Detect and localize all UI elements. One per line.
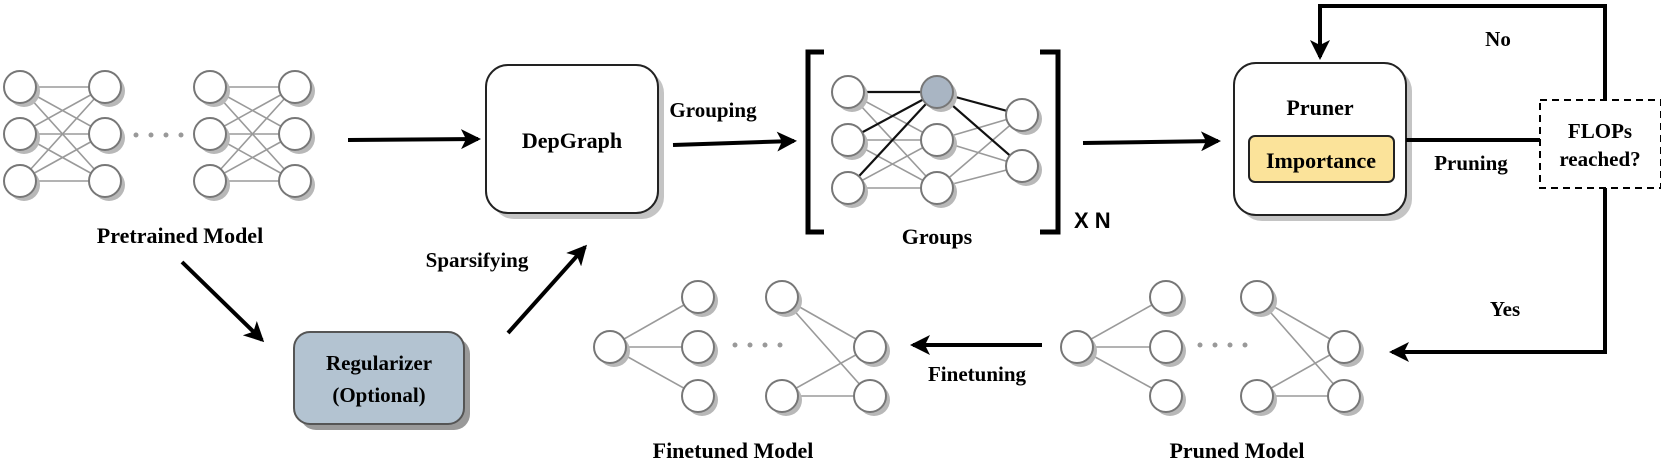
arrow-to-depgraph bbox=[347, 129, 481, 150]
network-node bbox=[853, 379, 887, 413]
network-node bbox=[278, 164, 312, 198]
network-node bbox=[1240, 379, 1274, 413]
network-node bbox=[593, 330, 627, 364]
regularizer-label-line1: Regularizer bbox=[326, 351, 432, 375]
network-edge bbox=[1256, 296, 1345, 397]
network-node bbox=[765, 280, 799, 314]
network-node bbox=[193, 164, 227, 198]
groups-network bbox=[831, 75, 1042, 208]
arrow-grouping bbox=[672, 131, 797, 152]
arrow-to-pruner bbox=[1082, 131, 1221, 152]
network-node bbox=[831, 75, 865, 109]
pruned-model-network bbox=[1060, 280, 1364, 416]
network-node bbox=[88, 164, 122, 198]
flops-decision-box: FLOPs reached? bbox=[1539, 99, 1661, 189]
network-node bbox=[278, 117, 312, 151]
network-node bbox=[831, 171, 865, 205]
arrow-no-loop bbox=[1310, 4, 1607, 100]
network-node bbox=[681, 280, 715, 314]
network-node bbox=[1327, 330, 1361, 364]
pruner-box: Pruner Importance bbox=[1233, 62, 1412, 221]
group-edge bbox=[847, 91, 938, 189]
network-edge bbox=[209, 86, 296, 182]
network-node bbox=[1149, 379, 1183, 413]
repeat-label: X N bbox=[1074, 208, 1111, 233]
importance-box bbox=[1248, 135, 1395, 183]
pruner-label: Pruner bbox=[1286, 95, 1353, 120]
no-label: No bbox=[1485, 27, 1511, 51]
importance-label: Importance bbox=[1266, 148, 1376, 173]
arrow-to-regularizer bbox=[180, 260, 265, 343]
network-edge bbox=[781, 296, 871, 397]
network-node bbox=[193, 70, 227, 104]
flops-label-line2: reached? bbox=[1559, 147, 1640, 171]
network-node bbox=[1149, 330, 1183, 364]
network-node bbox=[920, 123, 954, 157]
finetuned-model-label: Finetuned Model bbox=[653, 438, 814, 463]
pruning-label: Pruning bbox=[1434, 151, 1508, 175]
network-node bbox=[278, 70, 312, 104]
network-node bbox=[681, 330, 715, 364]
network-node bbox=[3, 70, 37, 104]
groups-bracket bbox=[805, 49, 1061, 235]
pretrained-model-network bbox=[3, 70, 315, 201]
network-node bbox=[1149, 280, 1183, 314]
network-node bbox=[88, 117, 122, 151]
network-node bbox=[1240, 280, 1274, 314]
network-node bbox=[1005, 98, 1039, 132]
network-edge bbox=[19, 86, 106, 182]
network-edge bbox=[936, 114, 1023, 189]
groups-label: Groups bbox=[902, 224, 973, 249]
network-node bbox=[88, 70, 122, 104]
network-node bbox=[920, 75, 954, 109]
flops-label-line1: FLOPs bbox=[1568, 119, 1632, 143]
arrow-yes bbox=[1389, 188, 1607, 362]
depgraph-box: DepGraph bbox=[485, 64, 664, 219]
network-node bbox=[1060, 330, 1094, 364]
arrow-sparsifying bbox=[506, 244, 588, 335]
network-node bbox=[3, 117, 37, 151]
pretrained-model-label: Pretrained Model bbox=[97, 223, 263, 248]
network-node bbox=[765, 379, 799, 413]
finetuning-label: Finetuning bbox=[928, 362, 1027, 386]
network-node bbox=[193, 117, 227, 151]
network-node bbox=[920, 171, 954, 205]
network-node bbox=[1005, 149, 1039, 183]
network-node bbox=[1327, 379, 1361, 413]
grouping-label: Grouping bbox=[669, 98, 757, 122]
depgraph-label: DepGraph bbox=[522, 128, 622, 153]
finetuned-model-network bbox=[593, 280, 890, 416]
network-node bbox=[831, 123, 865, 157]
ellipsis-dots bbox=[133, 132, 184, 138]
ellipsis-dots bbox=[732, 342, 783, 348]
regularizer-label-line2: (Optional) bbox=[332, 383, 425, 407]
network-edge bbox=[1076, 296, 1167, 348]
yes-label: Yes bbox=[1490, 297, 1520, 321]
regularizer-box: Regularizer (Optional) bbox=[293, 331, 470, 430]
network-node bbox=[853, 330, 887, 364]
network-node bbox=[3, 164, 37, 198]
pruned-model-label: Pruned Model bbox=[1169, 438, 1304, 463]
sparsifying-label: Sparsifying bbox=[426, 248, 529, 272]
ellipsis-dots bbox=[1197, 342, 1248, 348]
network-node bbox=[681, 379, 715, 413]
